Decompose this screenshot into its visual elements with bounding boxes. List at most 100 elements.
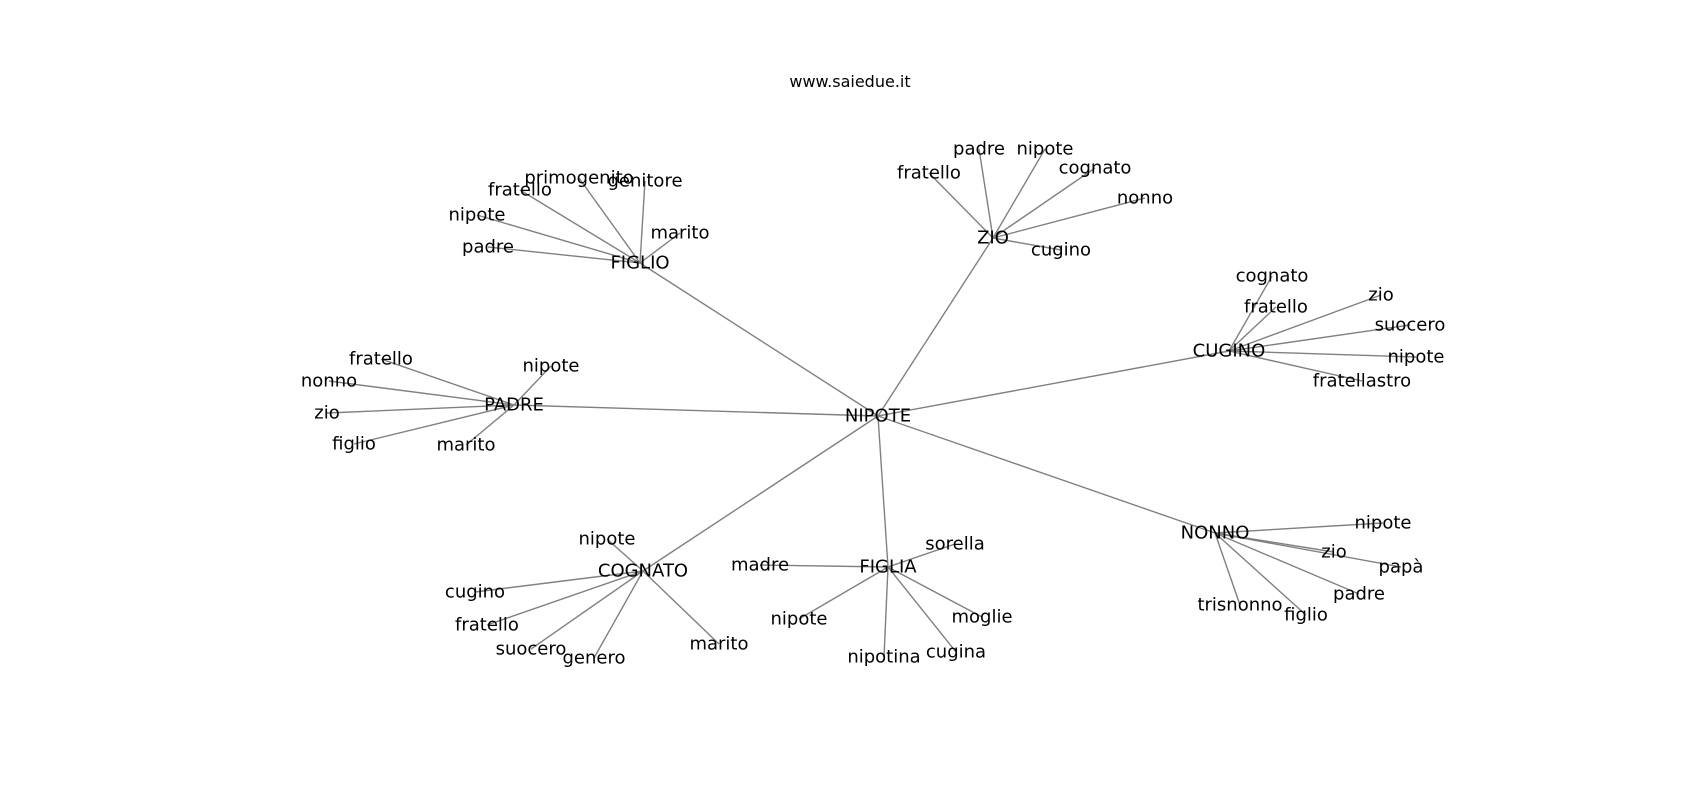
leaf-node-label-nonno-3: padre (1333, 584, 1385, 605)
edge-figlio-4 (487, 246, 641, 264)
hub-node-label-figlia: FIGLIA (859, 557, 917, 578)
edge-cugino-3 (1228, 324, 1411, 352)
leaf-node-label-nonno-4: trisnonno (1197, 595, 1282, 616)
edge-nonno-3 (1214, 532, 1360, 595)
leaf-node-label-figlia-4: cugina (926, 642, 986, 663)
edge-figlio-5 (639, 232, 681, 264)
leaf-node-label-zio-2: fratello (897, 163, 961, 184)
leaf-node-label-zio-0: padre (953, 139, 1005, 160)
leaf-node-label-zio-1: nipote (1017, 139, 1074, 160)
leaf-node-label-figlia-5: nipotina (847, 647, 920, 668)
leaf-node-label-figlio-1: genitore (607, 171, 682, 192)
leaf-node-label-figlio-5: marito (650, 223, 709, 244)
leaf-node-label-zio-3: cognato (1059, 158, 1132, 179)
leaf-node-label-cugino-1: fratello (1244, 297, 1308, 318)
leaf-node-label-figlio-4: padre (462, 237, 514, 258)
leaf-node-label-figlio-3: nipote (449, 205, 506, 226)
hub-node-label-cugino: CUGINO (1193, 341, 1266, 362)
edge-root-cognato (642, 415, 879, 572)
leaf-node-label-figlia-1: madre (731, 555, 789, 576)
edge-nonno-2 (1214, 532, 1402, 568)
leaf-node-label-cognato-4: genero (563, 648, 626, 669)
leaf-node-label-cognato-3: suocero (496, 639, 567, 660)
edge-figlio-0 (578, 177, 641, 264)
leaf-node-label-cugino-5: fratellastro (1313, 371, 1411, 392)
hub-node-label-zio: ZIO (977, 228, 1009, 249)
edge-figlio-1 (639, 180, 646, 264)
leaf-node-label-cognato-0: nipote (579, 529, 636, 550)
leaf-node-label-cugino-0: cognato (1236, 266, 1309, 287)
edge-zio-1 (992, 148, 1046, 239)
leaf-node-label-padre-1: nonno (301, 371, 357, 392)
leaf-node-label-nonno-0: nipote (1355, 513, 1412, 534)
leaf-node-label-cugino-2: zio (1368, 285, 1393, 306)
leaf-node-label-cugino-4: nipote (1388, 347, 1445, 368)
leaf-node-label-zio-4: nonno (1117, 188, 1173, 209)
edge-cugino-0 (1228, 275, 1273, 352)
edge-figlio-2 (519, 189, 641, 264)
edge-root-zio (877, 237, 994, 417)
leaf-node-label-cognato-1: cugino (445, 582, 505, 603)
leaf-node-label-padre-2: nipote (523, 356, 580, 377)
edge-cognato-5 (642, 570, 720, 645)
site-title: www.saiedue.it (789, 72, 911, 91)
edge-padre-4 (353, 404, 515, 445)
edge-nonno-0 (1214, 522, 1384, 534)
edge-cugino-5 (1228, 350, 1363, 382)
leaf-node-label-zio-5: cugino (1031, 240, 1091, 261)
leaf-node-label-figlio-2: fratello (488, 180, 552, 201)
leaf-node-label-nonno-2: papà (1379, 557, 1424, 578)
edge-padre-1 (328, 380, 515, 406)
hub-node-label-cognato: COGNATO (598, 561, 688, 582)
leaf-node-label-figlia-0: sorella (925, 534, 985, 555)
leaf-node-label-figlia-2: nipote (771, 609, 828, 630)
edge-cognato-1 (474, 570, 644, 593)
edge-cognato-4 (593, 570, 644, 659)
hub-node-label-nonno: NONNO (1181, 523, 1250, 544)
edge-cognato-2 (486, 570, 644, 626)
edge-figlia-1 (759, 564, 889, 568)
edge-nonno-5 (1214, 532, 1307, 616)
edge-root-nonno (877, 415, 1216, 534)
edge-root-cugino (877, 350, 1230, 417)
leaf-node-label-cugino-3: suocero (1375, 315, 1446, 336)
edge-cugino-2 (1228, 294, 1382, 352)
edge-root-figlio (639, 262, 879, 417)
leaf-node-label-figlio-0: primogenito (524, 168, 633, 189)
graph-edges (326, 148, 1417, 659)
edge-zio-2 (928, 172, 994, 239)
leaf-node-label-figlia-3: moglie (951, 607, 1012, 628)
edge-root-figlia (877, 415, 889, 568)
edge-padre-3 (326, 404, 515, 414)
edge-nonno-4 (1214, 532, 1241, 606)
leaf-node-label-padre-4: figlio (332, 434, 376, 455)
leaf-node-label-nonno-5: figlio (1284, 605, 1328, 626)
root-node-label: NIPOTE (845, 406, 911, 427)
edge-figlia-2 (798, 566, 889, 620)
edge-padre-5 (465, 404, 515, 446)
leaf-node-label-cognato-5: marito (689, 634, 748, 655)
edge-cognato-0 (606, 538, 644, 572)
leaf-node-label-padre-5: marito (436, 435, 495, 456)
edge-padre-0 (380, 358, 515, 406)
edge-cognato-3 (530, 570, 644, 650)
leaf-node-label-cognato-2: fratello (455, 615, 519, 636)
hub-node-label-padre: PADRE (484, 395, 544, 416)
edge-cugino-1 (1228, 306, 1277, 352)
leaf-node-label-padre-3: zio (314, 403, 339, 424)
edge-root-padre (513, 404, 879, 417)
edge-padre-2 (513, 365, 552, 406)
hub-node-label-figlio: FIGLIO (610, 253, 669, 274)
edge-zio-4 (992, 197, 1146, 239)
graph-labels: NIPOTEFIGLIOprimogenitogenitorefratellon… (301, 139, 1446, 669)
edge-cugino-4 (1228, 350, 1417, 358)
edge-zio-0 (978, 148, 994, 239)
edge-zio-5 (992, 237, 1062, 251)
leaf-node-label-nonno-1: zio (1321, 542, 1346, 563)
leaf-node-label-padre-0: fratello (349, 349, 413, 370)
edge-figlia-0 (887, 543, 956, 568)
edge-zio-3 (992, 167, 1096, 239)
edge-figlia-3 (887, 566, 983, 618)
edge-figlia-4 (887, 566, 957, 653)
